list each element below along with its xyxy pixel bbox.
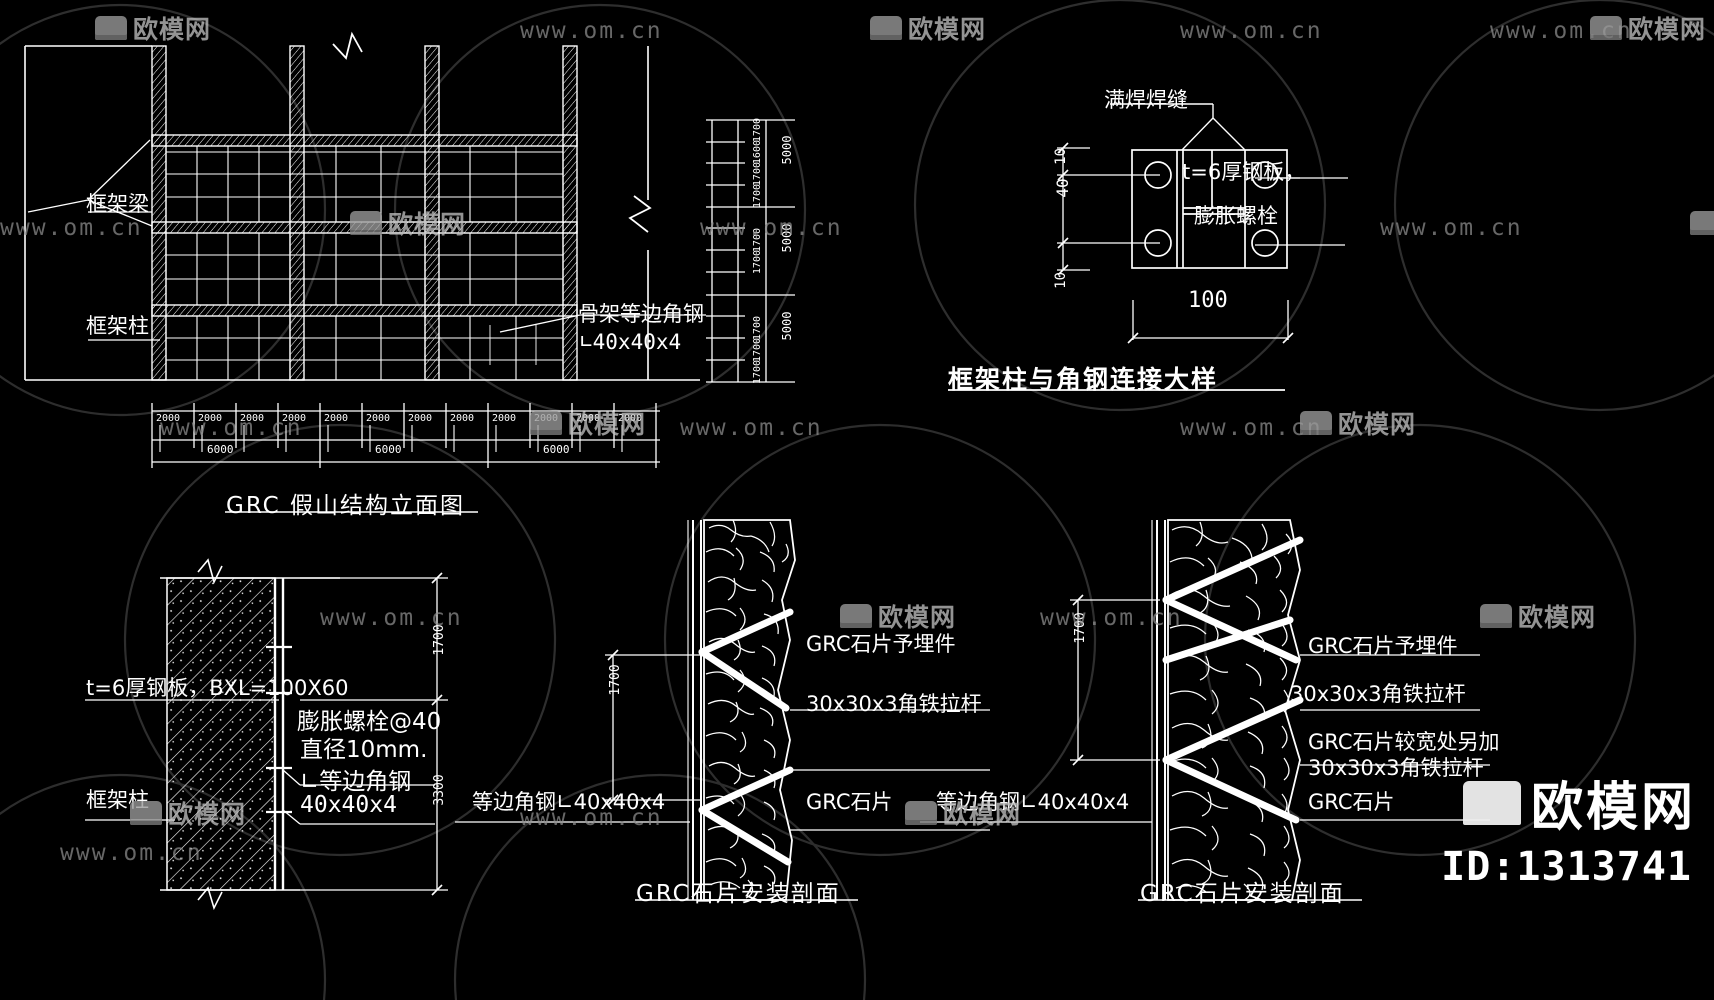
label-grc-wide-tie: 30x30x3角铁拉杆 [1308,756,1484,780]
vdim-8: 1700 [752,338,763,363]
vdim-9: 1700 [752,360,763,385]
hdim-bay-5: 2000 [324,413,349,424]
label-grc-angle-left: 等边角钢∟40x40x4 [472,790,666,814]
hdim-total-1: 6000 [207,443,234,456]
label-plate-bxl: t=6厚钢板，BXL=100X60 [86,676,349,700]
grc-left-title: GRC石片安装剖面 [636,881,841,907]
grc-section-right [920,519,1490,901]
vdim-6: 1700 [752,250,763,275]
label-grc-stone-left: GRC石片 [806,790,893,814]
big-watermark-logo: 欧模网 [1462,765,1696,840]
vdim-1: 1700 [752,118,763,143]
grc-section-left [455,519,990,901]
hdim-bay-8: 2000 [450,413,475,424]
hdim-bay-12: 2000 [618,413,643,424]
elevation-vertical-dimensions [706,119,795,383]
resource-id-text: ID:1313741 [1441,844,1692,890]
hdim-bay-6: 2000 [366,413,391,424]
vdim-2: 1600 [752,140,763,165]
detail-dim-top: 10 [1053,148,1069,165]
column-detail-title: 框架柱与角钢连接大样 [948,365,1219,394]
hdim-bay-9: 2000 [492,413,517,424]
hdim-bay-11: 2000 [576,413,601,424]
big-watermark-text: 欧模网 [1530,778,1696,838]
detail-dim-bottom: 10 [1053,272,1069,289]
hdim-bay-7: 2000 [408,413,433,424]
hdim-bay-1: 2000 [156,413,181,424]
sofa-icon [1462,780,1521,825]
vdim-5: 1700 [752,228,763,253]
label-steel-plate: t=6厚钢板， [1182,160,1306,184]
detail-dim-middle: 40 [1053,178,1072,198]
vdim-4: 1700 [752,184,763,209]
wall-dim-upper: 1700 [432,624,447,656]
hdim-bay-10: 2000 [534,413,559,424]
wall-dim-total: 3300 [432,774,447,806]
grc-left-dim: 1700 [608,664,623,696]
label-skeleton-angle-size: ∟40x40x4 [580,330,682,354]
wall-section-drawing [85,558,448,911]
hdim-bay-4: 2000 [282,413,307,424]
label-grc-wide: GRC石片较宽处另加 [1308,730,1500,754]
label-grc-embed-left: GRC石片予埋件 [806,632,956,656]
label-grc-angle-right: 等边角钢∟40x40x4 [936,790,1130,814]
label-bolt-diameter: 直径10mm. [300,737,428,763]
label-wall-frame-column: 框架柱 [86,788,149,812]
grc-right-title: GRC石片安装剖面 [1140,881,1345,907]
hdim-total-3: 6000 [543,443,570,456]
vdim-total-1: 5000 [780,135,794,165]
hdim-total-2: 6000 [375,443,402,456]
label-skeleton-angle: 骨架等边角钢 [578,302,704,326]
label-grc-embed-right: GRC石片予埋件 [1308,634,1458,658]
vdim-3: 1700 [752,162,763,187]
label-grc-tie-left: 30x30x3角铁拉杆 [806,692,982,716]
label-weld-seam: 满焊焊缝 [1104,88,1188,112]
vdim-7: 1700 [752,316,763,341]
label-angle-size: 40x40x4 [300,792,397,818]
hdim-bay-3: 2000 [240,413,265,424]
detail-dim-width: 100 [1188,288,1228,313]
label-frame-column: 框架柱 [86,314,149,338]
elevation-title: GRC 假山结构立面图 [226,493,466,519]
label-expansion-bolt: 膨胀螺栓 [1194,204,1278,228]
hdim-bay-2: 2000 [198,413,223,424]
label-bolt-spacing: 膨胀螺栓@40 [297,709,442,735]
vdim-total-3: 5000 [780,311,794,341]
label-frame-beam: 框架梁 [86,192,149,216]
label-grc-tie-right: 30x30x3角铁拉杆 [1290,682,1466,706]
label-grc-stone-right: GRC石片 [1308,790,1395,814]
column-connection-detail [1057,103,1348,344]
elevation-horizontal-dimensions [151,403,660,468]
vdim-total-2: 5000 [780,223,794,253]
grc-right-dim: 1700 [1073,612,1088,644]
label-equal-angle: ∟等边角钢 [300,769,412,795]
